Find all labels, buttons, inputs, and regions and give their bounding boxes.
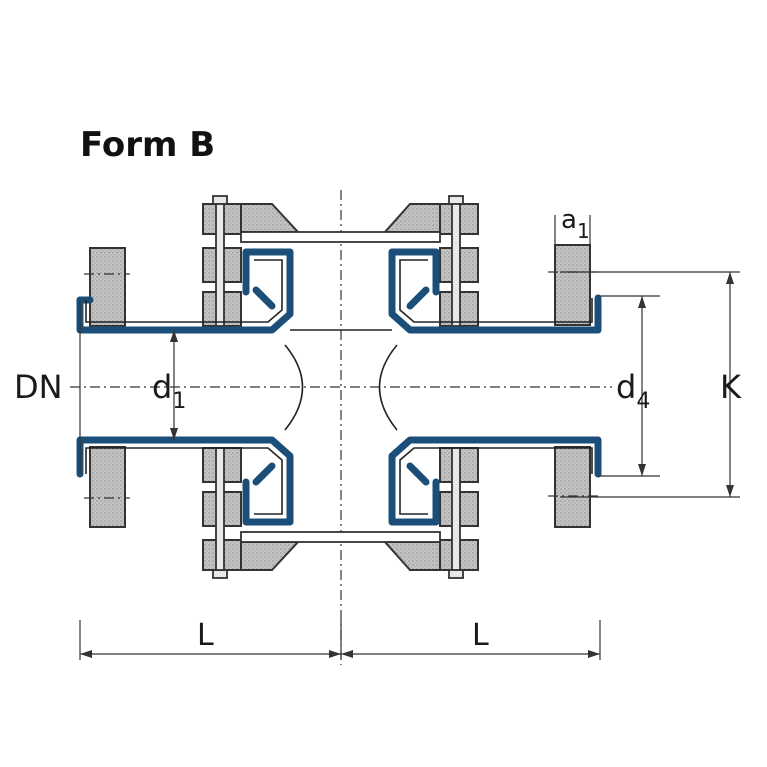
label-d1: d1 [152, 368, 186, 414]
dimension-l [79, 620, 601, 660]
left-outer-flange [84, 247, 130, 528]
right-outer-flange [548, 244, 600, 528]
bellows-arcs [284, 329, 398, 431]
right-lower-inner-flange [382, 447, 479, 571]
label-k: K [720, 368, 742, 406]
label-d4: d4 [616, 368, 650, 414]
tie-rods [240, 231, 441, 543]
label-a1: a1 [561, 205, 590, 243]
right-lower-liner [388, 436, 602, 526]
dimension-d1 [170, 330, 178, 440]
right-upper-inner-flange [382, 203, 479, 327]
label-dn: DN [14, 368, 63, 406]
right-upper-liner [388, 248, 602, 334]
bolts [212, 195, 464, 579]
label-l-right: L [472, 618, 489, 653]
dimension-d4 [598, 295, 660, 477]
form-title: Form B [80, 125, 215, 165]
dimension-k [560, 271, 740, 498]
label-l-left: L [197, 618, 214, 653]
dimension-a1 [554, 215, 591, 250]
